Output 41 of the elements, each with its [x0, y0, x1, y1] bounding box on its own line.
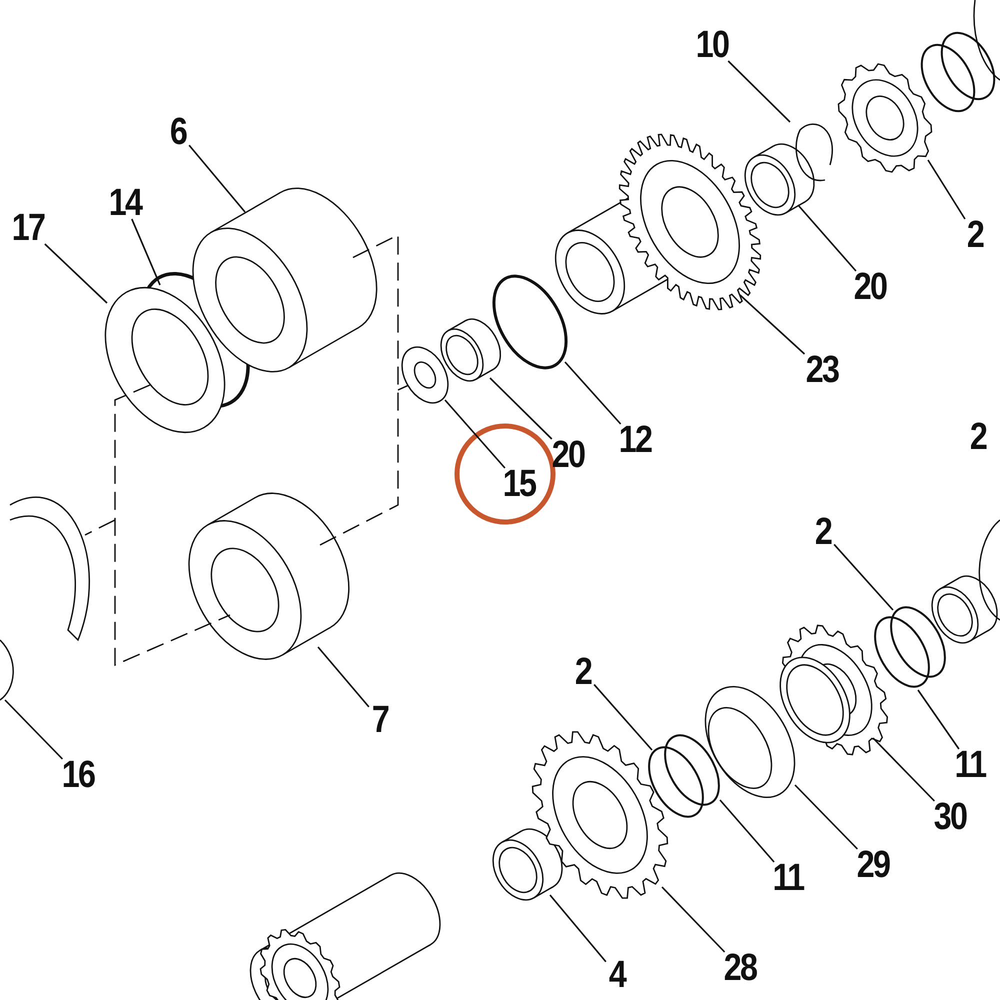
- leader-line: [489, 377, 552, 440]
- leader-line: [719, 799, 775, 863]
- leader-line: [188, 144, 246, 213]
- callout-number: 29: [856, 845, 890, 885]
- leader-line: [794, 784, 858, 850]
- callout-number: 15: [502, 464, 536, 504]
- callout-number: 2: [574, 652, 592, 692]
- callout-number: 30: [934, 797, 966, 837]
- leader-line: [594, 684, 653, 751]
- callout-number: 2: [970, 417, 986, 457]
- leader-line: [4, 699, 63, 760]
- callout-number: 17: [12, 208, 44, 248]
- callout-number: 10: [696, 25, 728, 65]
- callout-number: 28: [724, 948, 756, 988]
- leader-line: [797, 204, 857, 272]
- leader-line: [834, 544, 894, 611]
- leader-line: [661, 886, 726, 953]
- callout-number: 2: [966, 215, 984, 255]
- callout-number: 20: [552, 435, 584, 475]
- callout-number: 20: [854, 267, 886, 307]
- leader-line: [739, 294, 806, 355]
- leader-line: [917, 690, 960, 750]
- leader-line: [564, 361, 622, 425]
- callout-number: 4: [608, 955, 626, 995]
- callout-number: 16: [62, 755, 94, 795]
- leader-line: [728, 60, 791, 123]
- leader-line: [317, 646, 370, 708]
- callout-number: 14: [108, 183, 142, 223]
- callout-number: 11: [954, 745, 986, 785]
- callout-number: 11: [772, 858, 804, 898]
- callout-number: 23: [806, 350, 838, 390]
- leader-line: [44, 243, 108, 304]
- callout-number: 2: [814, 512, 832, 552]
- callout-number: 7: [372, 700, 388, 740]
- callout-number: 12: [618, 420, 652, 460]
- leader-line: [872, 737, 935, 802]
- leader-line: [927, 160, 966, 220]
- leader-line: [549, 894, 606, 962]
- leader-line: [444, 399, 506, 469]
- leader-line: [131, 218, 161, 286]
- callout-number: 6: [170, 112, 186, 152]
